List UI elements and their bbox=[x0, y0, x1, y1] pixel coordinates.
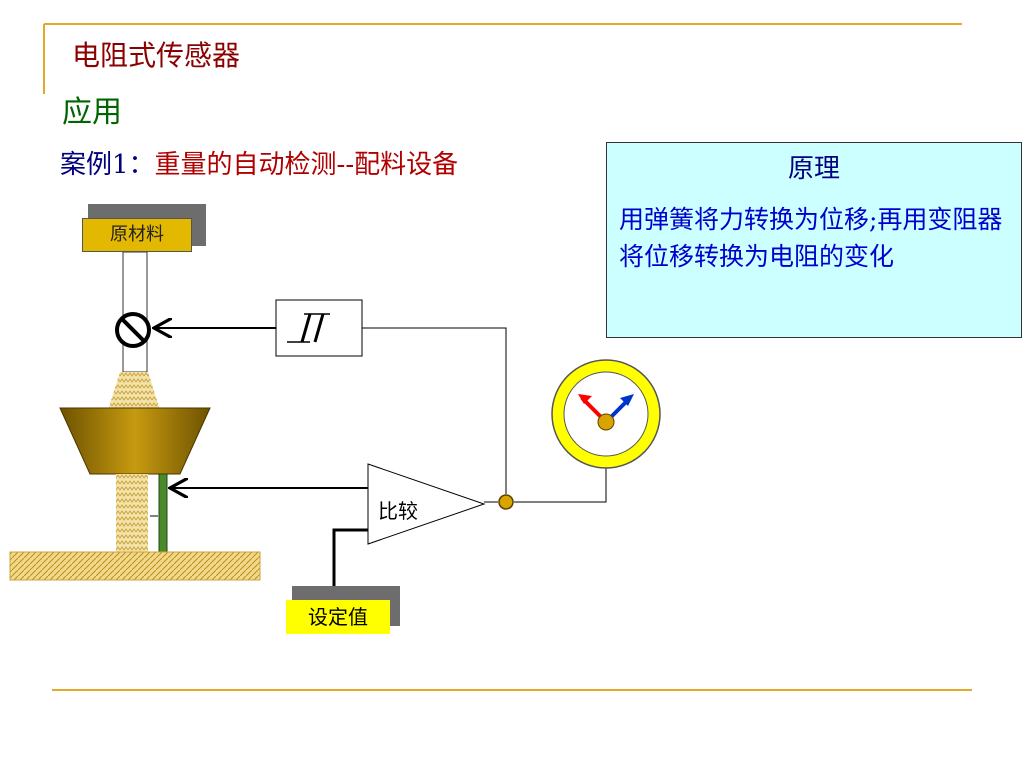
case-heading: 案例1：重量的自动检测--配料设备 bbox=[60, 148, 458, 182]
case-text: 重量的自动检测--配料设备 bbox=[154, 150, 459, 180]
gauge-icon bbox=[551, 359, 661, 469]
falling-material bbox=[108, 372, 160, 410]
slide-subtitle: 应用 bbox=[62, 95, 122, 130]
principle-body: 用弹簧将力转换为位移;再用变阻器将位移转换为电阻的变化 bbox=[619, 205, 1003, 271]
case-prefix: 案例1： bbox=[60, 150, 155, 180]
actuator-symbol-icon bbox=[287, 313, 330, 343]
material-label: 原材料 bbox=[82, 218, 192, 252]
outflow-material bbox=[116, 474, 148, 552]
wire-actuator-node bbox=[362, 327, 507, 494]
comparator-label: 比较 bbox=[378, 499, 418, 523]
hopper bbox=[59, 407, 211, 475]
junction-node bbox=[498, 494, 514, 510]
valve-icon bbox=[115, 312, 151, 348]
ground bbox=[9, 551, 261, 581]
comparator bbox=[367, 463, 486, 545]
sensor-rod bbox=[158, 473, 168, 553]
wire-node-gauge bbox=[514, 468, 607, 503]
principle-box: 原理 用弹簧将力转换为位移;再用变阻器将位移转换为电阻的变化 bbox=[606, 142, 1022, 338]
feed-chute bbox=[122, 251, 148, 373]
principle-title: 原理 bbox=[787, 154, 840, 184]
wire-setpoint bbox=[332, 528, 368, 586]
slide-title: 电阻式传感器 bbox=[72, 39, 241, 72]
setpoint-label: 设定值 bbox=[286, 600, 390, 634]
